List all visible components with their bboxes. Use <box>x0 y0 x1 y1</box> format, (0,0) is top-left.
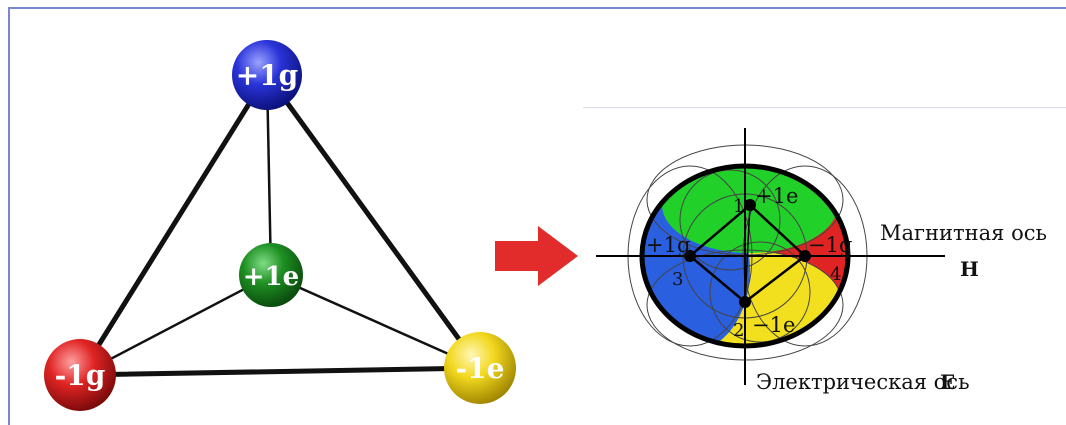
sphere-left-label: -1g <box>55 359 106 392</box>
magnetic-axis-caption: Магнитная ось <box>880 221 1047 245</box>
sphere-right: -1e <box>444 332 516 404</box>
point-number-3: 3 <box>672 269 683 290</box>
point-2 <box>739 296 751 308</box>
point-3 <box>684 250 696 262</box>
sphere-top: +1g <box>232 40 302 110</box>
magnetic-axis-letter: H <box>960 257 979 281</box>
frame-left-border <box>8 7 10 425</box>
sphere-right-label: -1e <box>456 352 505 385</box>
edge-right-center <box>269 273 482 370</box>
electric-axis-letter: E <box>940 370 955 394</box>
diamond-vertical <box>744 204 751 303</box>
sphere-top-label: +1g <box>236 59 299 92</box>
sphere-center-label: +1e <box>243 262 299 292</box>
tetrahedron-edges <box>77 72 483 378</box>
arrow-right-icon <box>495 226 578 286</box>
separator-line <box>583 107 1066 108</box>
point-number-1: 1 <box>733 196 744 217</box>
sphere-center: +1e <box>239 243 303 307</box>
edge-top-right <box>264 72 483 371</box>
point-number-2: 2 <box>733 320 744 341</box>
oval-diagram: +1e 1 +1g 3 −1g 4 −1e 2 <box>596 128 945 385</box>
point-4 <box>799 250 811 262</box>
charge-label-right: −1g <box>808 233 852 257</box>
charge-label-left: +1g <box>646 233 690 257</box>
electric-axis-caption: Электрическая ось <box>756 370 970 394</box>
edge-left-right <box>77 365 483 378</box>
point-1 <box>744 199 756 211</box>
charge-label-bottom: −1e <box>752 313 795 337</box>
sphere-left: -1g <box>44 339 116 411</box>
point-number-4: 4 <box>830 264 841 285</box>
charge-label-top: +1e <box>755 184 798 208</box>
frame-top-border <box>8 7 1066 9</box>
edge-top-left <box>77 72 270 378</box>
